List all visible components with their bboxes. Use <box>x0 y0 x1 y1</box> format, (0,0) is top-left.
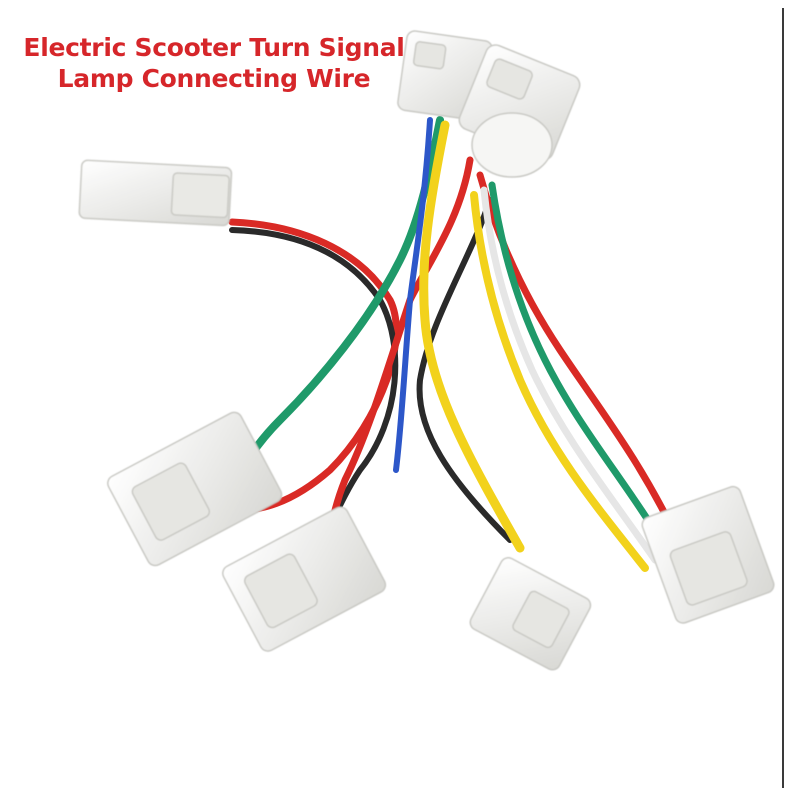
connector-bottom-middle <box>222 506 387 652</box>
wire-yellow-right <box>470 191 649 572</box>
wire-blue <box>393 117 433 473</box>
glue-blob <box>471 112 553 178</box>
wires <box>222 116 682 572</box>
wire-red-middle <box>324 156 474 552</box>
connectors <box>78 30 775 671</box>
connector-bottom-small <box>469 557 592 671</box>
connector-left-upper <box>78 159 233 227</box>
caption-line-2: Lamp Connecting Wire <box>57 64 371 93</box>
wire-yellow-left <box>419 120 525 553</box>
caption-text: Electric Scooter Turn Signal Lamp Connec… <box>0 32 428 94</box>
wire-black-right <box>416 197 513 543</box>
connector-bottom-left <box>107 411 283 567</box>
connector-bottom-right <box>641 485 775 624</box>
wire-green-right <box>488 181 672 556</box>
right-edge-line <box>782 8 784 788</box>
caption-line-1: Electric Scooter Turn Signal <box>23 33 405 62</box>
wire-white-right <box>480 186 659 564</box>
